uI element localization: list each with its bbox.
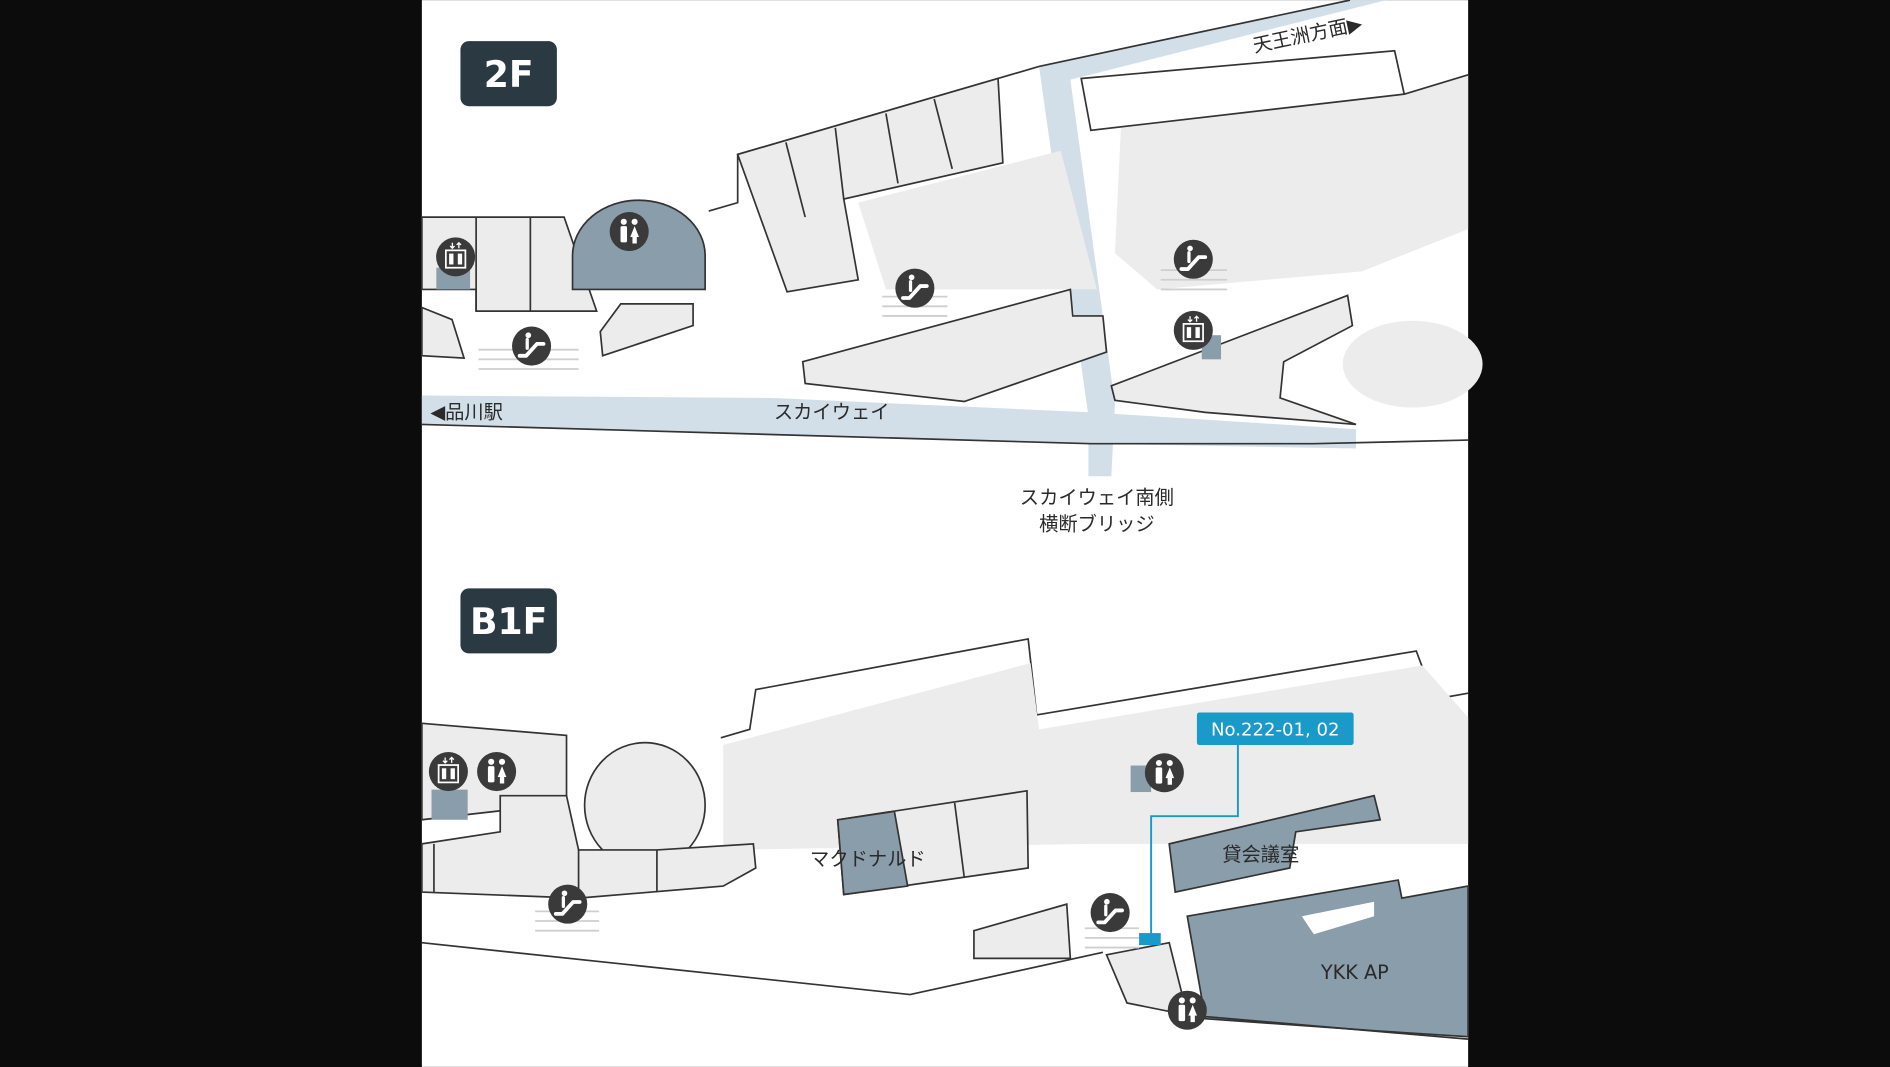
elevator-area (431, 789, 468, 820)
shop-divider (785, 98, 954, 218)
label-rental-room: 貸会議室 (1222, 843, 1299, 866)
label-ykk-ap: YKK AP (1320, 961, 1389, 984)
restroom-icon (609, 212, 649, 252)
plaza-area (1342, 320, 1483, 408)
wall-line (421, 941, 1104, 996)
label-mcdonalds: マクドナルド (810, 848, 926, 871)
floor-label-b1f: B1F (470, 600, 547, 643)
escalator-icon (1171, 237, 1215, 281)
ykk-ap-area (1186, 879, 1469, 1038)
escalator-icon (510, 324, 553, 368)
mcdonalds-area (836, 810, 909, 896)
callout-leader-line (1150, 745, 1239, 938)
label-bridge-line1: スカイウェイ南側 (1020, 486, 1174, 509)
callout-badge[interactable] (1196, 712, 1354, 746)
floor-label-2f: 2F (484, 53, 534, 96)
concourse-area (723, 663, 1469, 850)
wall-line (1187, 1014, 1469, 1040)
restroom-icon (1167, 990, 1207, 1030)
wall-line (1038, 0, 1351, 68)
shop-divider (953, 802, 966, 878)
floor-2f: 2F ◀品川駅 スカイウェイ スカイウェイ南側 横断ブリッジ 天王洲方面▶ (421, 0, 1483, 535)
shop-area (858, 150, 1097, 290)
escalator-icon (546, 882, 590, 926)
restroom-icon (477, 752, 517, 792)
rental-room-area (1168, 794, 1382, 894)
shop-block (421, 306, 466, 360)
escalator-icon (1088, 891, 1132, 935)
callout-text: No.222-01, 02 (1211, 719, 1340, 740)
floor-b1f: No.222-01, 02 B1F マクドナルド 貸会議室 YKK AP (421, 588, 1469, 1040)
shop-block (801, 288, 1108, 403)
wall-line (421, 423, 1469, 445)
elevator-icon (1172, 310, 1214, 351)
corridor (1301, 901, 1375, 935)
shop-area (1114, 74, 1469, 290)
elevator-icon (435, 236, 477, 278)
escalator-icon (893, 266, 937, 310)
wall-line (1403, 74, 1469, 95)
restroom-icon (1144, 753, 1184, 793)
floor-badge-b1f (460, 588, 557, 654)
shop-divider (475, 217, 532, 312)
elevator-icon (427, 751, 469, 792)
label-skyway: スカイウェイ (774, 400, 890, 423)
label-shinagawa-station: ◀品川駅 (430, 400, 503, 423)
target-space-marker[interactable] (1139, 933, 1161, 946)
skyway-walkway (421, 395, 1357, 449)
shop-block (599, 303, 694, 357)
label-bridge-line2: 横断ブリッジ (1039, 512, 1155, 535)
shop-block (1110, 294, 1357, 426)
floor-badge-2f (460, 41, 557, 107)
shop-block (973, 903, 1072, 960)
